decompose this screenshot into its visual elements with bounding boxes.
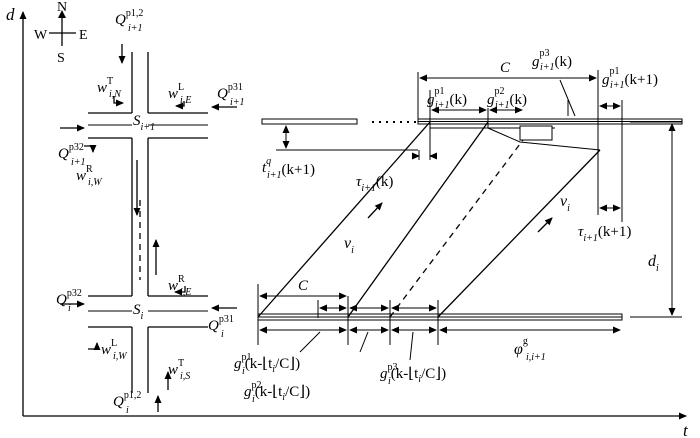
top-dimensions <box>276 70 682 318</box>
y-axis-label: d <box>6 5 15 24</box>
v-left-label: vi <box>344 235 354 256</box>
upper-node-arrows <box>60 44 237 153</box>
C-bottom-label: C <box>298 278 309 294</box>
axes: d t <box>6 5 689 438</box>
compass-s: S <box>57 51 65 66</box>
compass-e: E <box>79 28 88 43</box>
compass-n: N <box>57 0 67 15</box>
v-right-label: vi <box>560 193 570 214</box>
d-i-label: di <box>648 253 659 274</box>
C-top-label: C <box>500 60 511 76</box>
s-lower-label: Si <box>133 302 144 322</box>
tau-k-label: τi+1(k) <box>356 174 393 194</box>
signal-bar-upper <box>261 118 683 125</box>
bottom-dimensions <box>257 202 621 361</box>
compass-w: W <box>34 28 48 43</box>
compass-icon: N S W E <box>34 0 88 66</box>
green-band <box>257 121 601 318</box>
corridor-road <box>88 52 208 393</box>
lower-node-arrows <box>60 286 237 412</box>
tau-k1-label: τi+1(k+1) <box>578 224 631 244</box>
x-axis-label: t <box>683 421 689 438</box>
s-upper-label: Si+1 <box>133 113 155 133</box>
